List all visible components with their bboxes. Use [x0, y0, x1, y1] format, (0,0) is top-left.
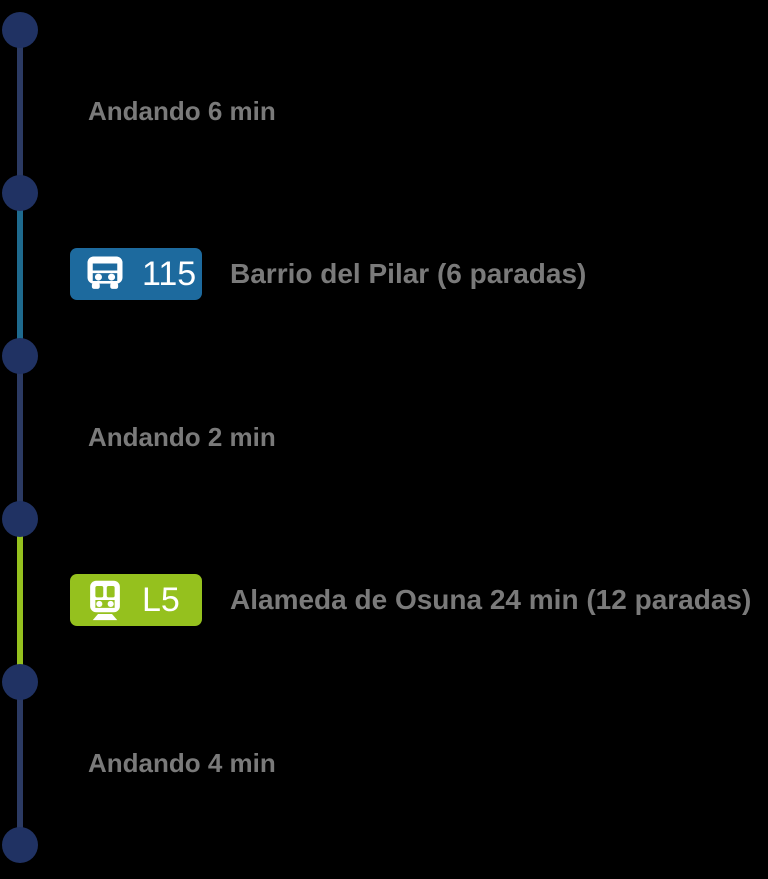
bus-leg-line [17, 193, 23, 356]
metro-leg-row[interactable]: L5 Alameda de Osuna 24 min (12 paradas) [70, 574, 768, 626]
metro-leg-line [17, 519, 23, 682]
bus-line-number: 115 [142, 255, 197, 293]
stop-dot-destination [2, 827, 38, 863]
stop-dot [2, 664, 38, 700]
walk-leg-line [17, 682, 23, 845]
walk-leg-line [17, 30, 23, 193]
metro-leg-label: Alameda de Osuna 24 min (12 paradas) [230, 584, 752, 615]
walk-leg-line [17, 356, 23, 519]
stop-dot [2, 175, 38, 211]
metro-line-number: L5 [142, 581, 180, 619]
bus-leg-row[interactable]: 115 Barrio del Pilar (6 paradas) [70, 248, 768, 300]
stop-dot-origin [2, 12, 38, 48]
metro-line-badge[interactable]: L5 [70, 574, 202, 626]
bus-line-badge[interactable]: 115 [70, 248, 202, 300]
stop-dot [2, 501, 38, 537]
bus-leg-label: Barrio del Pilar (6 paradas) [230, 258, 587, 289]
bus-icon [87, 256, 123, 289]
walk-leg-label: Andando 2 min [88, 422, 276, 452]
walk-leg-label: Andando 4 min [88, 748, 276, 778]
walk-leg-label: Andando 6 min [88, 96, 276, 126]
train-icon [90, 580, 120, 621]
stop-dot [2, 338, 38, 374]
